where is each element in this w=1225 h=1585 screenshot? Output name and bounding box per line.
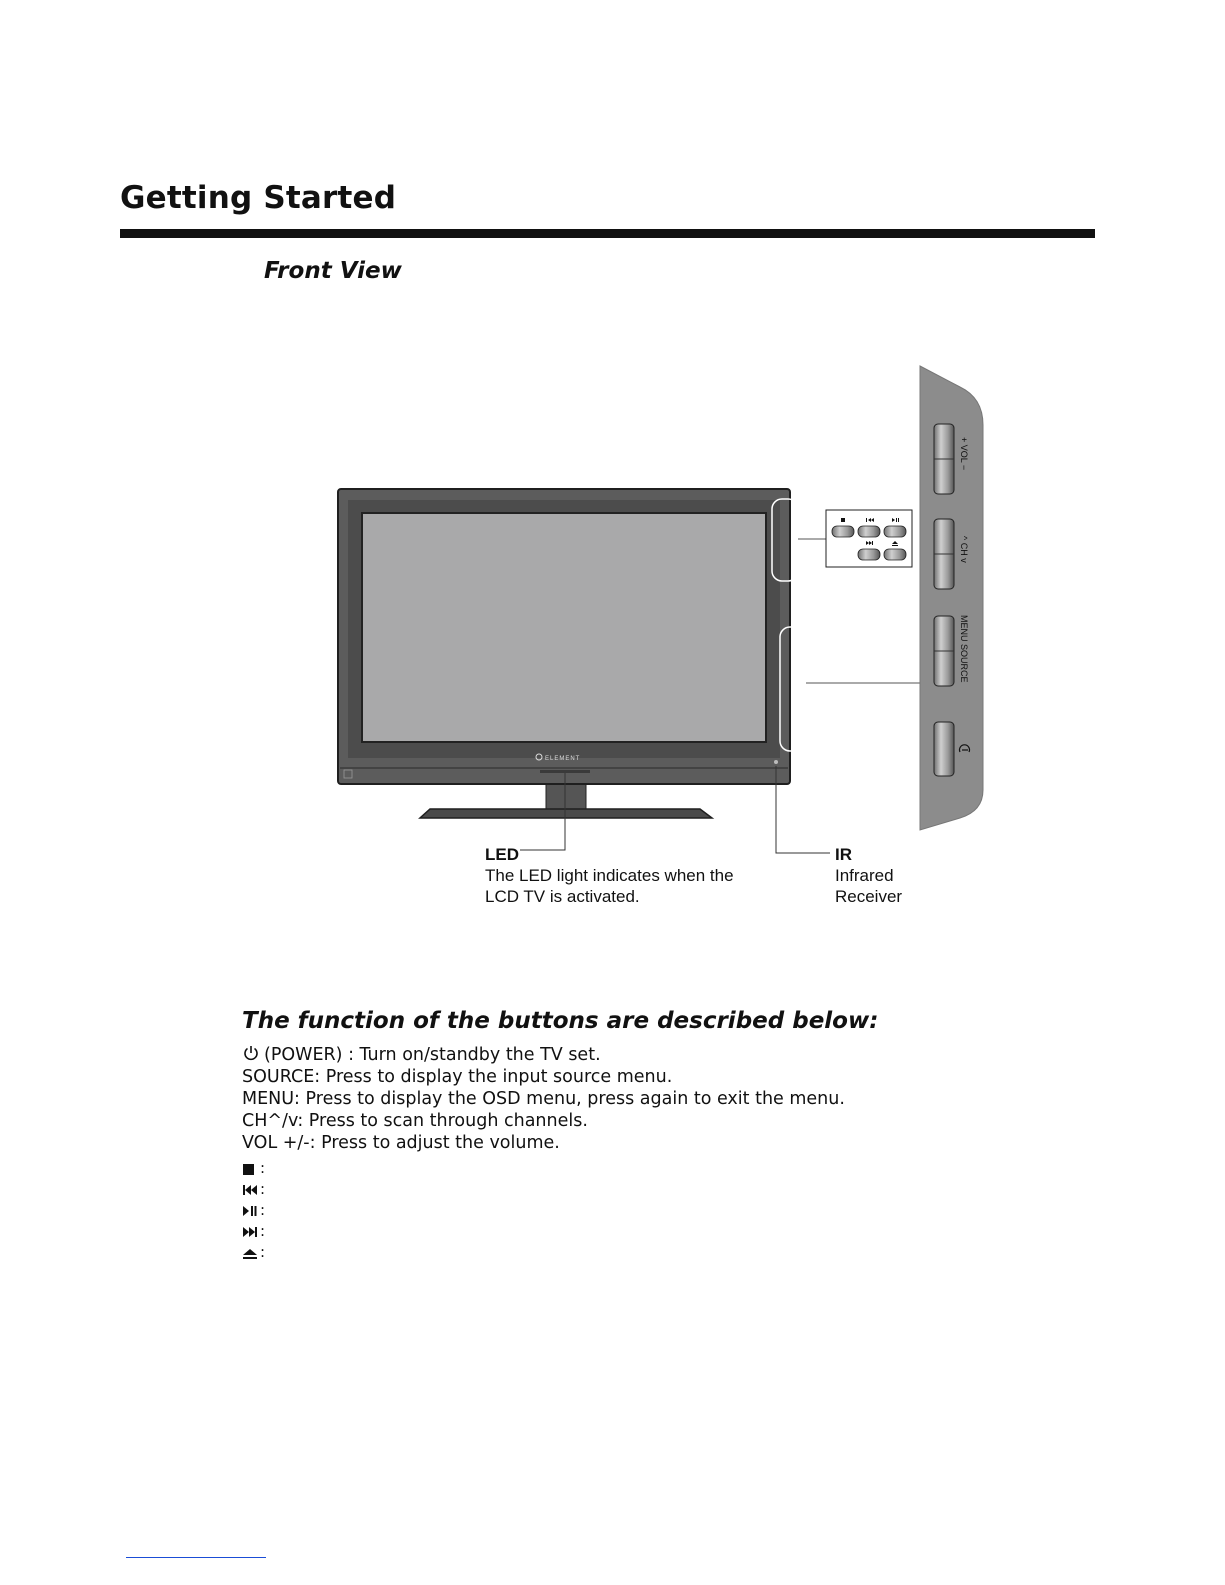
eject-icon (892, 541, 898, 546)
footer-rule (126, 1557, 266, 1558)
power-button (933, 721, 955, 777)
function-source: SOURCE: Press to display the input sourc… (242, 1067, 673, 1087)
tv-body: ELEMENT (337, 488, 791, 785)
next-icon (243, 1226, 257, 1237)
symbol-eject: : (242, 1242, 265, 1263)
symbol-next-text: : (260, 1222, 266, 1240)
section-title: Front View (264, 258, 402, 284)
function-channel: CH^/v: Press to scan through channels. (242, 1111, 588, 1131)
power-icon (958, 744, 971, 753)
power-icon (244, 1046, 258, 1061)
symbol-stop-text: : (260, 1159, 266, 1177)
symbol-next: : (242, 1221, 265, 1242)
led-leader-line (520, 773, 566, 851)
previous-icon (243, 1184, 257, 1195)
symbol-previous-text: : (260, 1180, 266, 1198)
function-menu: MENU: Press to display the OSD menu, pre… (242, 1089, 845, 1109)
symbol-play-pause-text: : (260, 1201, 266, 1219)
stop-icon (243, 1163, 254, 1175)
media-controls-detail (825, 509, 913, 568)
symbol-stop: : (242, 1158, 265, 1179)
led-callout-line-1: The LED light indicates when the (485, 866, 734, 885)
brand-logo: ELEMENT (545, 756, 580, 762)
functions-list: (POWER) : Turn on/standby the TV set. SO… (242, 1044, 845, 1154)
ir-callout-text: Infrared Receiver (835, 865, 902, 907)
title-rule (120, 229, 1095, 238)
previous-button (857, 525, 881, 538)
ir-leader-line (775, 766, 830, 854)
side-panel: + VOL − ^ CH v MENU SOURCE (919, 365, 984, 831)
menu-source-label: MENU SOURCE (959, 615, 969, 683)
ir-callout-head: IR (835, 845, 852, 864)
led-callout-head: LED (485, 845, 519, 864)
next-icon (866, 541, 873, 545)
next-button (857, 548, 881, 561)
symbol-eject-text: : (260, 1243, 266, 1261)
ir-sensor (774, 760, 778, 764)
stop-icon (841, 518, 845, 522)
function-power-text: (POWER) : Turn on/standby the TV set. (264, 1045, 601, 1065)
ir-callout-line-2: Receiver (835, 887, 903, 906)
play-pause-icon (243, 1205, 257, 1216)
page-title: Getting Started (120, 180, 397, 216)
ir-callout-line-1: Infrared (835, 866, 894, 885)
led-callout-text: The LED light indicates when the LCD TV … (485, 865, 734, 907)
function-power: (POWER) : Turn on/standby the TV set. (242, 1044, 845, 1066)
side-buttons-highlight (779, 626, 807, 752)
control-area-highlight (771, 498, 799, 582)
function-volume: VOL +/-: Press to adjust the volume. (242, 1133, 560, 1153)
ch-label: ^ CH v (959, 536, 969, 563)
eject-icon (243, 1248, 257, 1259)
play-pause-icon (892, 518, 899, 522)
eject-button (883, 548, 907, 561)
media-symbols-list: : : : : : (242, 1158, 265, 1263)
symbol-previous: : (242, 1179, 265, 1200)
play-pause-button (883, 525, 907, 538)
stop-button (831, 525, 855, 538)
led-callout-line-2: LCD TV is activated. (485, 887, 640, 906)
symbol-play-pause: : (242, 1200, 265, 1221)
previous-icon (866, 518, 874, 522)
vol-label: + VOL − (959, 437, 969, 470)
functions-title: The function of the buttons are describe… (242, 1008, 879, 1034)
